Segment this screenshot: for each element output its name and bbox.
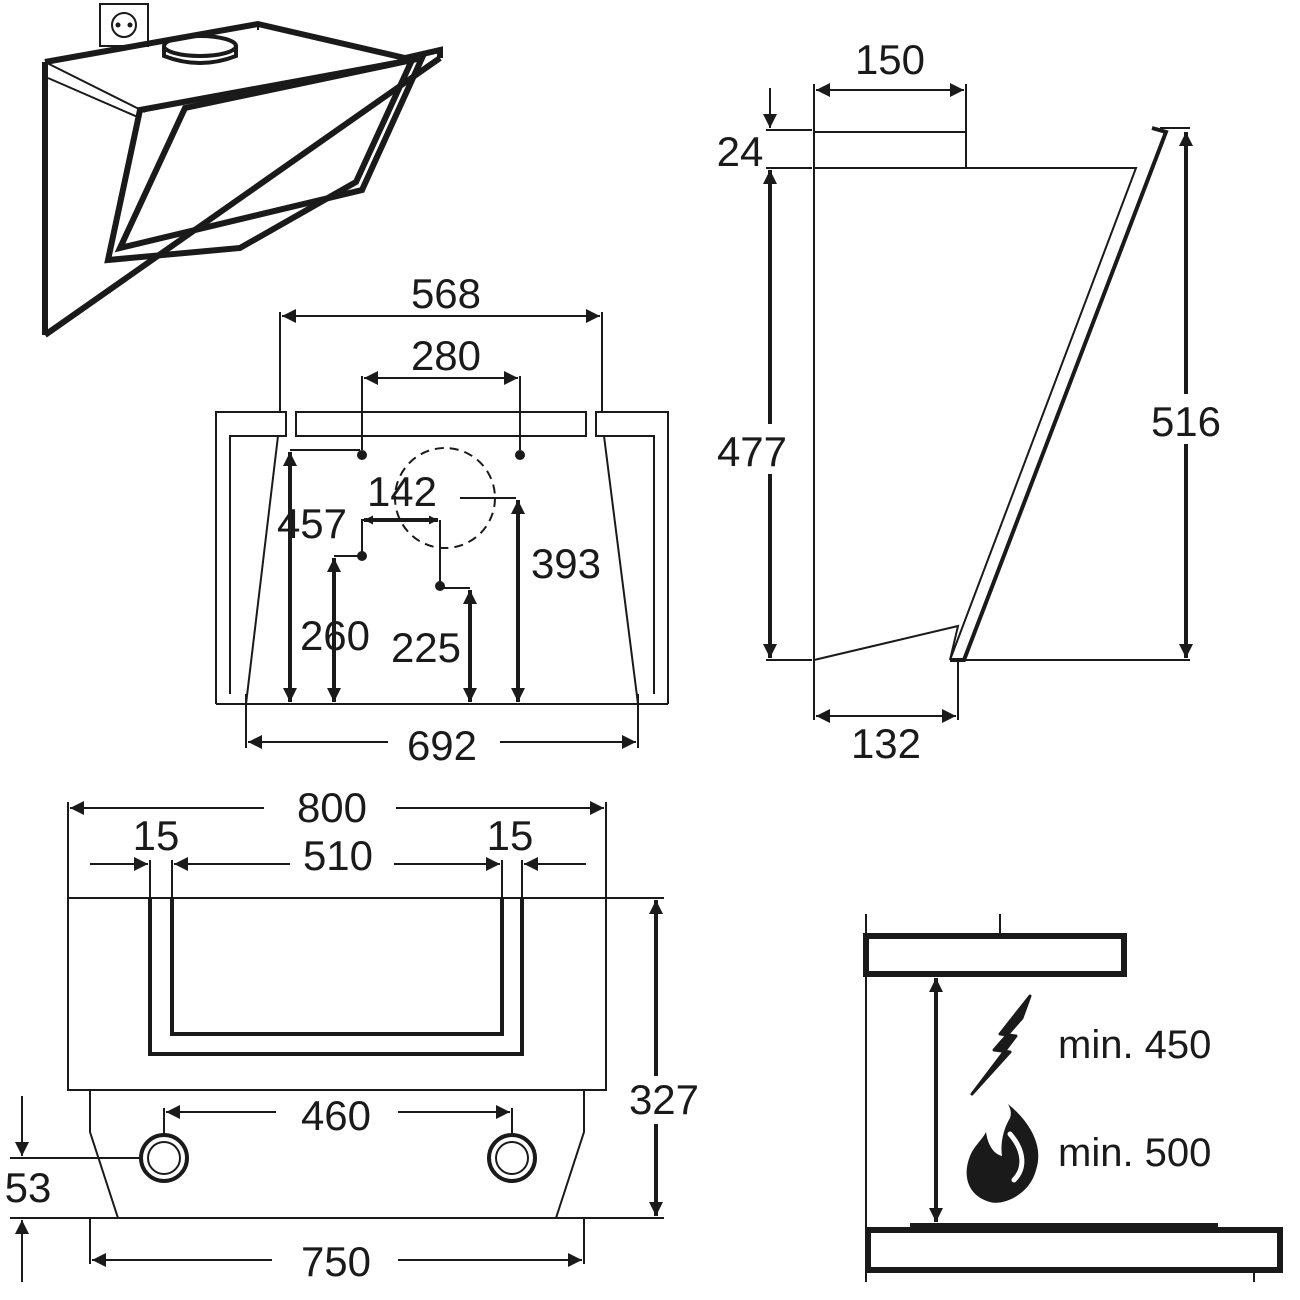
electric-clearance-label: min. 450 (1058, 1023, 1211, 1067)
lightning-bolt-icon (970, 994, 1032, 1096)
dim-516: 516 (1151, 398, 1221, 445)
dim-800: 800 (297, 784, 367, 831)
dim-24: 24 (717, 128, 764, 175)
dim-460: 460 (301, 1092, 371, 1139)
dim-142: 142 (367, 468, 437, 515)
hob-outline (865, 1227, 1283, 1273)
hood-outline (863, 933, 1127, 977)
dim-15-right: 15 (487, 812, 534, 859)
clearance-diagram: min. 450 min. 500 (863, 914, 1283, 1282)
flame-icon (966, 1104, 1039, 1203)
wall-mount-view: 568 280 142 457 393 260 225 692 (215, 270, 669, 769)
dim-260: 260 (300, 612, 370, 659)
dim-568: 568 (411, 270, 481, 317)
dim-53: 53 (5, 1164, 52, 1211)
dim-477: 477 (717, 428, 787, 475)
mounting-hole (515, 450, 525, 460)
light-right (487, 1133, 537, 1183)
electrical-socket-icon (99, 3, 149, 47)
mounting-hole (357, 450, 367, 460)
side-view: 150 24 477 516 132 (712, 36, 1228, 767)
dim-15-left: 15 (133, 812, 180, 859)
dim-132: 132 (851, 720, 921, 767)
dim-225: 225 (391, 624, 461, 671)
dim-457: 457 (277, 500, 347, 547)
gas-clearance-label: min. 500 (1058, 1131, 1211, 1175)
dim-510: 510 (303, 832, 373, 879)
dim-280: 280 (411, 332, 481, 379)
light-left (139, 1133, 189, 1183)
dim-393: 393 (531, 540, 601, 587)
hood-perspective-view (42, 3, 443, 338)
hood-body (42, 20, 443, 338)
dim-750: 750 (301, 1238, 371, 1285)
dim-327: 327 (629, 1076, 699, 1123)
front-view: 800 15 510 15 460 327 53 750 (5, 784, 706, 1285)
dim-150: 150 (855, 36, 925, 83)
front-panel (67, 897, 607, 1091)
hood-glass-panel (104, 53, 428, 264)
dim-692: 692 (407, 722, 477, 769)
